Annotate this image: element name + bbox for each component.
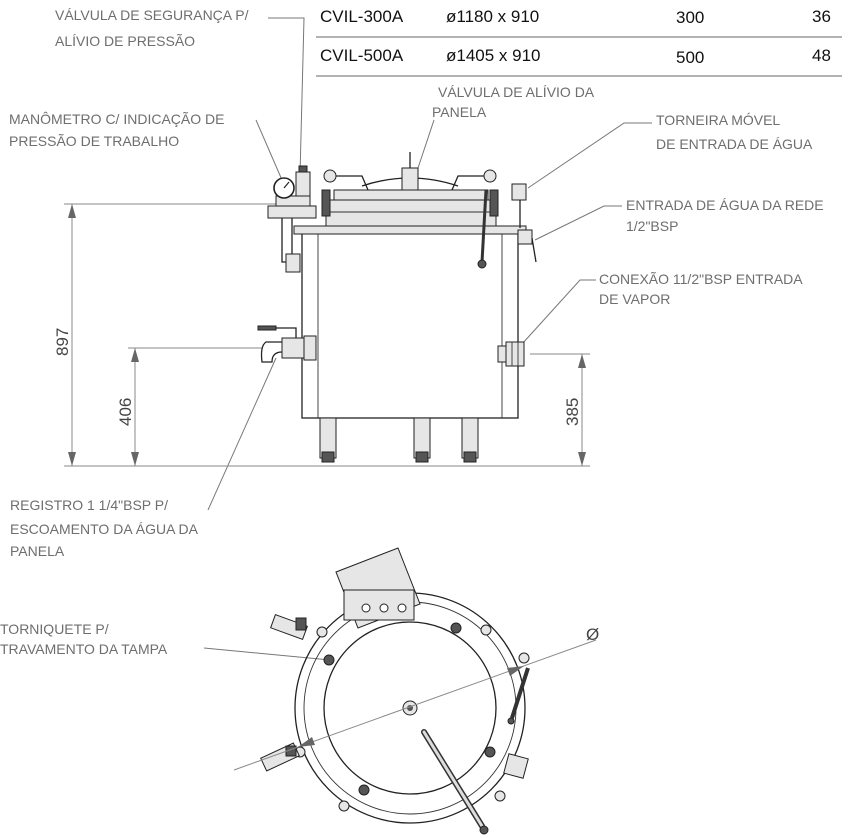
vessel-body: [301, 231, 519, 419]
manometer-assembly: [267, 165, 317, 273]
dim-406: 406: [116, 398, 135, 426]
callout-water-tap: TORNEIRA MÓVEL DE ENTRADA DE ÁGUA: [527, 112, 813, 189]
safety-valve: [295, 171, 311, 197]
svg-text:ALÍVIO DE PRESSÃO: ALÍVIO DE PRESSÃO: [55, 33, 195, 49]
svg-text:DE ENTRADA DE ÁGUA: DE ENTRADA DE ÁGUA: [656, 136, 813, 152]
svg-text:DE VAPOR: DE VAPOR: [599, 291, 670, 307]
top-manometer-fitting: [269, 613, 309, 641]
svg-text:PRESSÃO DE TRABALHO: PRESSÃO DE TRABALHO: [9, 133, 179, 149]
table-row-2-model: CVIL-500A: [320, 46, 404, 65]
table-row-2-capacity: 500: [676, 48, 704, 67]
svg-text:REGISTRO 1 1/4"BSP P/: REGISTRO 1 1/4"BSP P/: [10, 497, 168, 513]
callout-lid-clamp: TORNIQUETE P/ TRAVAMENTO DA TAMPA: [0, 621, 331, 661]
dim-897: 897: [53, 328, 72, 356]
dimension-total-height: 897: [53, 203, 590, 467]
callout-manometer: MANÔMETRO C/ INDICAÇÃO DE PRESSÃO DE TRA…: [9, 111, 283, 181]
top-drain-valve: [260, 742, 300, 772]
svg-text:TORNIQUETE P/: TORNIQUETE P/: [0, 621, 109, 637]
lid-outline: [323, 621, 497, 795]
svg-text:ENTRADA DE ÁGUA DA REDE: ENTRADA DE ÁGUA DA REDE: [626, 197, 824, 213]
drain-valve: [257, 325, 317, 363]
svg-text:ESCOAMENTO DA ÁGUA DA: ESCOAMENTO DA ÁGUA DA: [10, 521, 199, 537]
diameter-line: [233, 639, 597, 771]
dim-385: 385: [563, 398, 582, 426]
callout-pan-relief-valve: VÁLVULA DE ALÍVIO DA PANELA: [417, 84, 595, 169]
water-tap: [477, 183, 537, 269]
steam-connection: [497, 341, 525, 367]
pan-relief-valve: [401, 167, 419, 191]
svg-text:MANÔMETRO C/ INDICAÇÃO DE: MANÔMETRO C/ INDICAÇÃO DE: [9, 111, 224, 127]
table-row-2-dims: ø1405 x 910: [446, 46, 541, 65]
svg-text:VÁLVULA DE SEGURANÇA P/: VÁLVULA DE SEGURANÇA P/: [55, 7, 249, 23]
svg-text:TORNEIRA MÓVEL: TORNEIRA MÓVEL: [656, 112, 780, 128]
svg-text:PANELA: PANELA: [432, 104, 487, 120]
table-row-2-value: 48: [812, 46, 831, 65]
table-row-1-model: CVIL-300A: [320, 7, 404, 26]
front-view: [257, 152, 537, 463]
vessel-rim: [293, 225, 527, 235]
svg-text:CONEXÃO 11/2"BSP ENTRADA: CONEXÃO 11/2"BSP ENTRADA: [599, 271, 803, 287]
top-steam-fitting: [503, 753, 529, 779]
svg-text:1/2"BSP: 1/2"BSP: [626, 218, 678, 234]
dimension-steam-height: 385: [530, 353, 590, 466]
table-row-1-capacity: 300: [676, 8, 704, 27]
diameter-symbol: Ø: [586, 625, 599, 644]
table-row-1-value: 36: [812, 7, 831, 26]
lid-clamp-icons: [294, 622, 530, 812]
svg-text:VÁLVULA DE ALÍVIO DA: VÁLVULA DE ALÍVIO DA: [438, 84, 595, 100]
svg-text:PANELA: PANELA: [10, 543, 65, 559]
top-view: Ø: [233, 547, 599, 835]
callout-drain-valve: REGISTRO 1 1/4"BSP P/ ESCOAMENTO DA ÁGUA…: [10, 357, 277, 559]
callout-safety-valve: VÁLVULA DE SEGURANÇA P/ ALÍVIO DE PRESSÃ…: [55, 7, 305, 176]
svg-text:TRAVAMENTO DA TAMPA: TRAVAMENTO DA TAMPA: [0, 641, 168, 657]
vessel-lid: [325, 199, 497, 227]
spec-table: CVIL-300A ø1180 x 910 300 36 CVIL-500A ø…: [316, 7, 842, 77]
callout-mains-water: ENTRADA DE ÁGUA DA REDE 1/2"BSP: [534, 197, 824, 241]
table-row-1-dims: ø1180 x 910: [446, 7, 539, 26]
dimension-drain-height: 406: [116, 347, 262, 466]
callout-steam-connection: CONEXÃO 11/2"BSP ENTRADA DE VAPOR: [521, 271, 803, 345]
